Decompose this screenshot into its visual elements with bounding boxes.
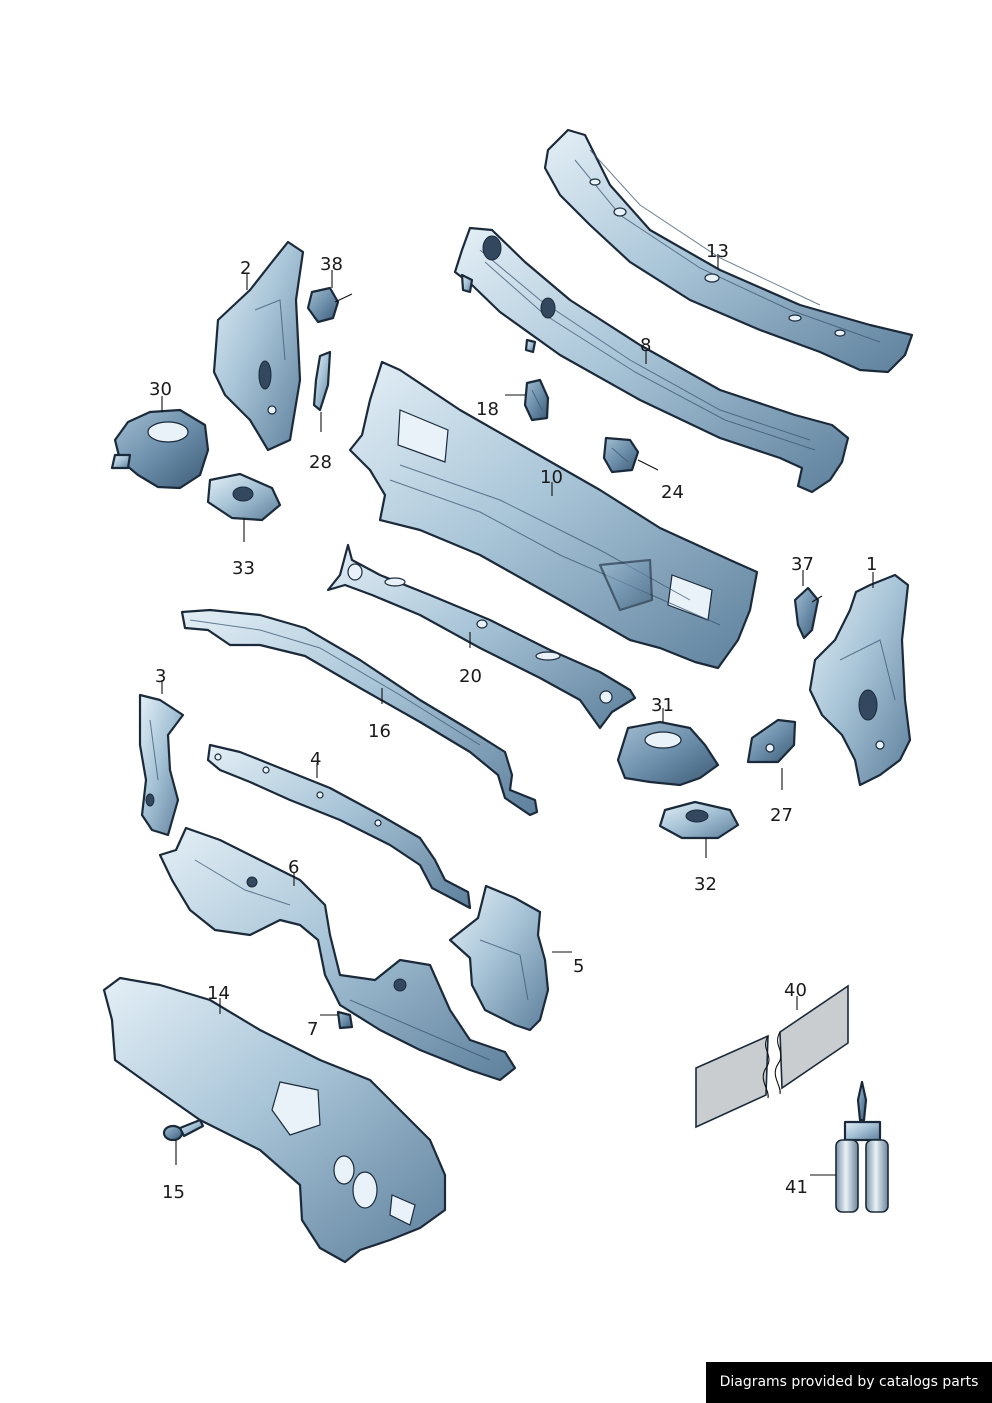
callout-20: 20	[459, 632, 482, 687]
svg-text:18: 18	[476, 399, 499, 420]
svg-text:20: 20	[459, 666, 482, 687]
part-30-strut-housing	[110, 408, 210, 490]
part-18-bracket	[523, 378, 550, 422]
part-7-nut	[336, 1010, 354, 1030]
svg-text:41: 41	[785, 1177, 808, 1198]
part-1-side-pillar	[808, 573, 912, 787]
part-8-plenum-channel	[453, 226, 850, 494]
svg-text:24: 24	[661, 482, 684, 503]
callout-8: 8	[640, 335, 651, 364]
part-13-upper-plenum-panel	[543, 128, 914, 374]
part-28-strut	[312, 350, 332, 412]
svg-text:30: 30	[149, 379, 172, 400]
callout-5: 5	[552, 951, 584, 977]
callout-6: 6	[288, 857, 299, 886]
part-33-mounting-plate	[206, 472, 282, 522]
svg-text:28: 28	[309, 452, 332, 473]
part-37-hinge-bracket	[793, 586, 823, 640]
callout-3: 3	[155, 666, 166, 694]
part-27-bracket	[746, 718, 797, 764]
callout-16: 16	[368, 688, 391, 742]
svg-text:3: 3	[155, 666, 166, 687]
callout-2: 2	[240, 258, 251, 290]
diagram-credit-label: Diagrams provided by catalogs parts	[706, 1362, 992, 1403]
svg-text:4: 4	[310, 749, 321, 770]
part-20-cross-member	[326, 543, 637, 730]
svg-text:27: 27	[770, 805, 793, 826]
svg-text:31: 31	[651, 695, 674, 716]
part-10-bulkhead-upper	[348, 360, 759, 670]
svg-text:40: 40	[784, 980, 807, 1001]
part-2-side-pillar	[212, 240, 305, 452]
part-3-a-pillar-piece	[138, 693, 185, 837]
callout-40: 40	[784, 980, 807, 1010]
part-4-brace	[206, 743, 472, 910]
callout-28: 28	[309, 412, 332, 473]
svg-text:32: 32	[694, 874, 717, 895]
svg-text:13: 13	[706, 241, 729, 262]
callout-13: 13	[706, 241, 729, 268]
part-5-wheelhouse-bracket	[448, 884, 550, 1032]
part-15-bolt	[162, 1118, 205, 1142]
part-6-bulkhead-lower	[158, 826, 517, 1082]
svg-text:7: 7	[307, 1019, 318, 1040]
svg-text:14: 14	[207, 983, 230, 1004]
svg-text:6: 6	[288, 857, 299, 878]
svg-text:16: 16	[368, 721, 391, 742]
callout-10: 10	[540, 467, 563, 496]
callout-24: 24	[637, 459, 684, 503]
callout-4: 4	[310, 749, 321, 778]
callout-7: 7	[307, 1014, 338, 1040]
part-32-mounting-plate	[658, 800, 740, 840]
callout-27: 27	[770, 768, 793, 826]
svg-text:38: 38	[320, 254, 343, 275]
part-40-sealing-tape	[695, 984, 849, 1129]
callout-37: 37	[791, 554, 814, 586]
callout-33: 33	[232, 518, 255, 579]
part-16-long-rail	[180, 608, 539, 817]
svg-text:10: 10	[540, 467, 563, 488]
callout-31: 31	[651, 695, 674, 722]
svg-text:2: 2	[240, 258, 251, 279]
part-41-adhesive-cartridge	[835, 1080, 889, 1213]
callout-1: 1	[866, 554, 877, 588]
svg-text:15: 15	[162, 1182, 185, 1203]
svg-text:8: 8	[640, 335, 651, 356]
part-38-hinge-bracket	[306, 286, 353, 324]
svg-text:37: 37	[791, 554, 814, 575]
callout-38: 38	[320, 254, 343, 288]
part-14-insulation-mat	[102, 976, 447, 1264]
svg-text:33: 33	[232, 558, 255, 579]
callout-18: 18	[476, 394, 525, 420]
part-24-bracket	[602, 436, 640, 474]
svg-text:1: 1	[866, 554, 877, 575]
svg-text:5: 5	[573, 956, 584, 977]
callout-41: 41	[785, 1174, 836, 1198]
callout-15: 15	[162, 1140, 185, 1203]
callout-14: 14	[207, 983, 230, 1014]
callout-32: 32	[694, 838, 717, 895]
part-31-strut-housing	[616, 720, 720, 787]
callout-30: 30	[149, 379, 172, 412]
